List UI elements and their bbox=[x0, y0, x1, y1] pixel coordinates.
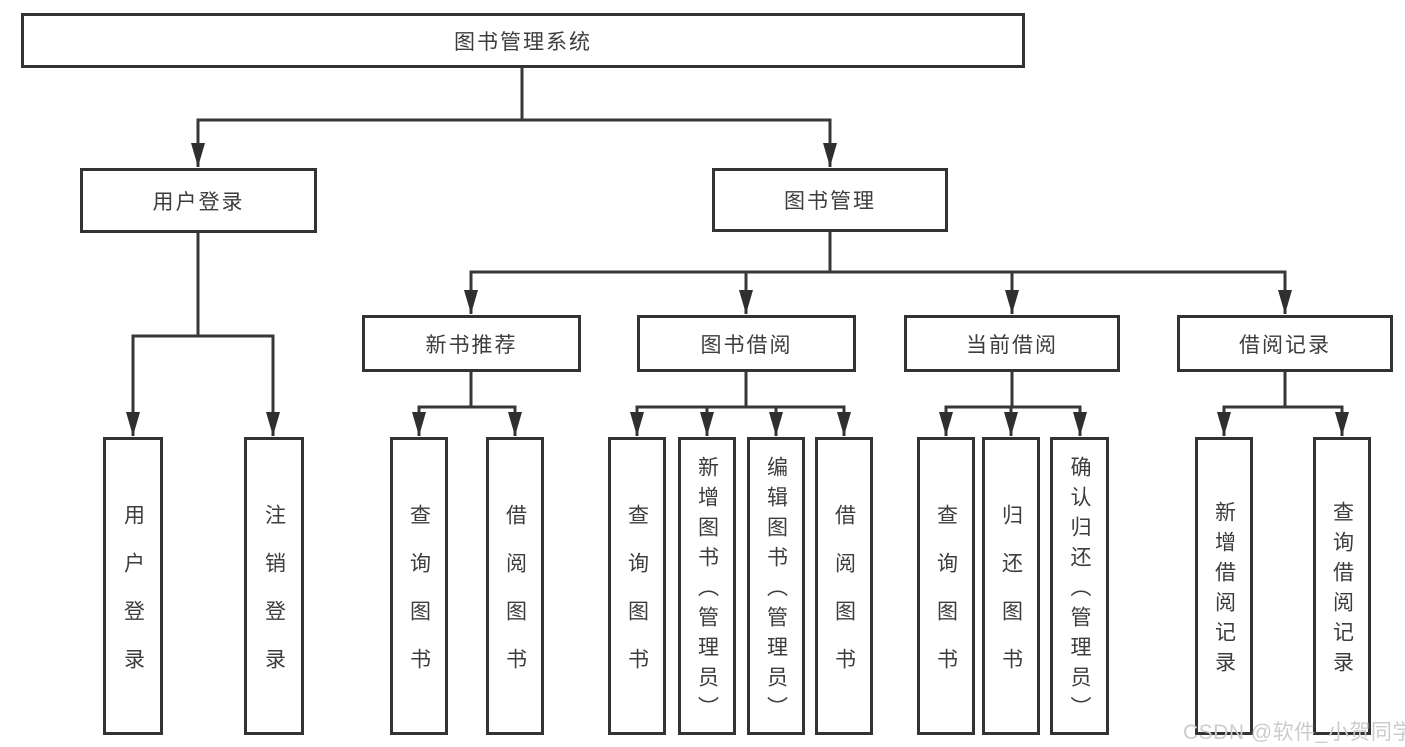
leaf-label: 归还图书 bbox=[999, 503, 1023, 696]
leaf-label: 注销登录 bbox=[262, 503, 286, 696]
leaf-label: 编辑图书（管理员） bbox=[764, 455, 788, 726]
leaf-label: 查询借阅记录 bbox=[1330, 500, 1354, 681]
leaf-edit-books-admin: 编辑图书（管理员） bbox=[747, 437, 805, 735]
node-user-login: 用户登录 bbox=[80, 168, 317, 233]
leaf-query-books-2: 查询图书 bbox=[608, 437, 666, 735]
node-book-borrowing: 图书借阅 bbox=[637, 315, 856, 372]
node-root: 图书管理系统 bbox=[21, 13, 1025, 68]
leaf-label: 借阅图书 bbox=[832, 503, 856, 696]
leaf-return-books: 归还图书 bbox=[982, 437, 1040, 735]
leaf-label: 查询图书 bbox=[625, 503, 649, 696]
node-borrowing-records: 借阅记录 bbox=[1177, 315, 1393, 372]
leaf-label: 查询图书 bbox=[934, 503, 958, 696]
csdn-watermark: CSDN @软件_小贺同学 bbox=[1183, 721, 1405, 744]
node-book-management: 图书管理 bbox=[712, 168, 948, 232]
leaf-label: 新增图书（管理员） bbox=[695, 455, 719, 726]
leaf-borrow-books-1: 借阅图书 bbox=[486, 437, 544, 735]
leaf-add-books-admin: 新增图书（管理员） bbox=[678, 437, 736, 735]
leaf-query-borrow-record: 查询借阅记录 bbox=[1313, 437, 1371, 735]
leaf-borrow-books-2: 借阅图书 bbox=[815, 437, 873, 735]
leaf-label: 确认归还（管理员） bbox=[1068, 455, 1091, 726]
node-new-book-recommendation: 新书推荐 bbox=[362, 315, 581, 372]
leaf-query-books-3: 查询图书 bbox=[917, 437, 975, 735]
leaf-label: 查询图书 bbox=[407, 503, 431, 696]
leaf-add-borrow-record: 新增借阅记录 bbox=[1195, 437, 1253, 735]
leaf-confirm-return-admin: 确认归还（管理员） bbox=[1050, 437, 1109, 735]
leaf-label: 借阅图书 bbox=[503, 503, 527, 696]
leaf-label: 新增借阅记录 bbox=[1212, 500, 1236, 681]
leaf-user-login: 用户登录 bbox=[103, 437, 163, 735]
leaf-logout: 注销登录 bbox=[244, 437, 304, 735]
leaf-label: 用户登录 bbox=[121, 503, 145, 696]
node-current-borrowing: 当前借阅 bbox=[904, 315, 1120, 372]
leaf-query-books-1: 查询图书 bbox=[390, 437, 448, 735]
